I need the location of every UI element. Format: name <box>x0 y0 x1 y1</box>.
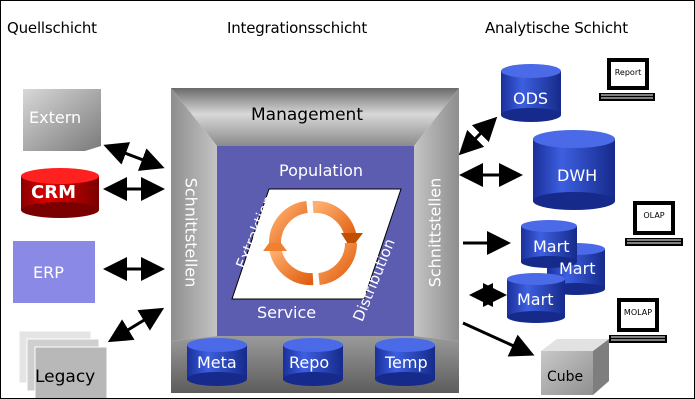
olap-label: OLAP <box>643 211 665 220</box>
ods-label: ODS <box>513 89 549 108</box>
ods-cylinder <box>501 64 561 122</box>
interfaces-right-label: Schnittstellen <box>425 177 445 288</box>
population-label: Population <box>279 161 364 180</box>
repo-label: Repo <box>289 353 330 372</box>
bottom-cylinders <box>187 338 435 386</box>
erp-label: ERP <box>33 263 64 282</box>
service-label: Service <box>257 303 317 322</box>
mart-cylinder-front <box>521 220 577 268</box>
extern-label: Extern <box>29 108 82 127</box>
mart-label-1: Mart <box>533 237 570 256</box>
analytic-layer-heading: Analytische Schicht <box>485 19 628 37</box>
source-arrows <box>103 142 165 343</box>
crm-label: CRM <box>31 182 76 203</box>
cube-shape <box>541 339 609 395</box>
legacy-stack <box>18 330 108 398</box>
mart-cylinder-lower <box>507 273 565 323</box>
management-label: Management <box>251 105 363 125</box>
source-layer-heading: Quellschicht <box>7 19 97 37</box>
cycle-icon <box>263 200 363 286</box>
temp-cylinder <box>375 338 435 386</box>
report-label: Report <box>614 68 642 77</box>
meta-cylinder <box>187 338 247 386</box>
integration-layer-heading: Integrationsschicht <box>227 19 368 37</box>
cube-label: Cube <box>547 369 584 385</box>
erp-box <box>13 241 95 303</box>
legacy-label: Legacy <box>35 367 96 387</box>
crm-cylinder <box>21 168 99 218</box>
target-arrows <box>458 116 535 357</box>
report-monitor-icon <box>599 58 655 101</box>
repo-cylinder <box>283 338 343 386</box>
mart-label-2: Mart <box>559 259 596 278</box>
interfaces-left-label: Schnittstellen <box>181 177 201 288</box>
molap-label: MOLAP <box>623 308 653 317</box>
olap-monitor-icon <box>625 201 683 246</box>
dwh-cylinder <box>533 130 615 210</box>
extern-box <box>23 89 101 151</box>
temp-label: Temp <box>385 353 428 372</box>
meta-label: Meta <box>197 353 237 372</box>
mart-label-3: Mart <box>517 290 554 309</box>
molap-monitor-icon <box>609 298 667 343</box>
dwh-label: DWH <box>557 166 598 185</box>
